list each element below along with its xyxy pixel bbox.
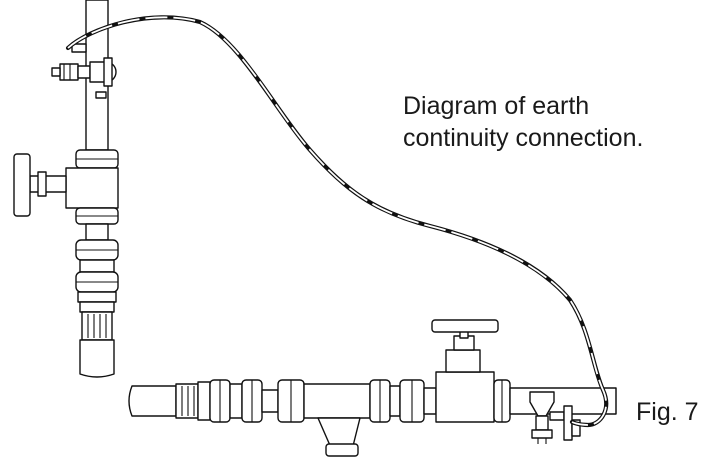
vertical-pipe-assembly: [13, 0, 119, 378]
hose-adapter: [81, 311, 113, 341]
earth-continuity-cable: [65, 15, 609, 428]
handwheel: [13, 153, 31, 217]
globe-valve-body: [435, 371, 495, 423]
strainer-body: [303, 383, 371, 419]
diagram-caption: Diagram of earth continuity connection.: [403, 90, 703, 154]
hose-end: [79, 339, 115, 378]
horizontal-pipe: [509, 387, 617, 415]
horizontal-pipe-assembly: [128, 319, 617, 457]
horizontal-hose: [128, 385, 177, 417]
globe-valve-handwheel: [431, 319, 499, 333]
figure-label: Fig. 7: [636, 398, 699, 426]
caption-line-2: continuity connection.: [403, 124, 644, 152]
valve-stem: [29, 175, 67, 193]
lower-earth-clamp: [529, 391, 581, 444]
upper-earth-clamp: [51, 43, 117, 99]
vertical-valve-body: [65, 167, 119, 209]
caption-line-1: Diagram of earth: [403, 92, 590, 120]
